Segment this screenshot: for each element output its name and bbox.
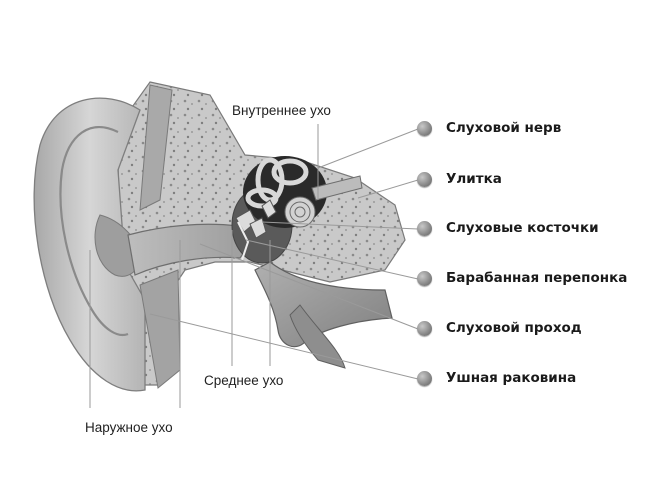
legend-label-pinna: Ушная раковина	[446, 370, 577, 386]
middle-ear-label: Среднее ухо	[204, 373, 284, 388]
leader-ear-canal	[199, 243, 419, 330]
legend-marker-ossicles	[417, 221, 432, 236]
inner-ear-label: Внутреннее ухо	[232, 103, 331, 118]
outer-ear-label: Наружное ухо	[85, 420, 173, 435]
leader-eardrum	[245, 239, 419, 280]
legend-label-ear-canal: Слуховой проход	[446, 320, 582, 336]
legend-marker-ear-canal	[417, 321, 432, 336]
legend-label-auditory-nerve: Слуховой нерв	[446, 120, 562, 136]
legend-label-eardrum: Барабанная перепонка	[446, 270, 628, 286]
legend-marker-auditory-nerve	[417, 121, 432, 136]
cartilage-upper	[139, 84, 173, 211]
legend-marker-pinna	[417, 371, 432, 386]
concha	[94, 214, 141, 277]
legend-label-ossicles: Слуховые косточки	[446, 220, 599, 236]
leader-lines	[89, 124, 419, 408]
pinna-fold	[59, 126, 129, 337]
eustachian-tube-lower	[289, 304, 346, 369]
legend-marker-cochlea	[417, 172, 432, 187]
legend-marker-eardrum	[417, 271, 432, 286]
leader-ossicles	[261, 221, 419, 230]
auditory-nerve	[311, 175, 363, 201]
eardrum	[237, 221, 250, 261]
cochlea	[284, 196, 316, 228]
leader-auditory-nerve	[317, 128, 419, 169]
legend-label-cochlea: Улитка	[446, 171, 502, 187]
leader-pinna	[149, 313, 419, 380]
leader-cochlea	[357, 179, 419, 199]
